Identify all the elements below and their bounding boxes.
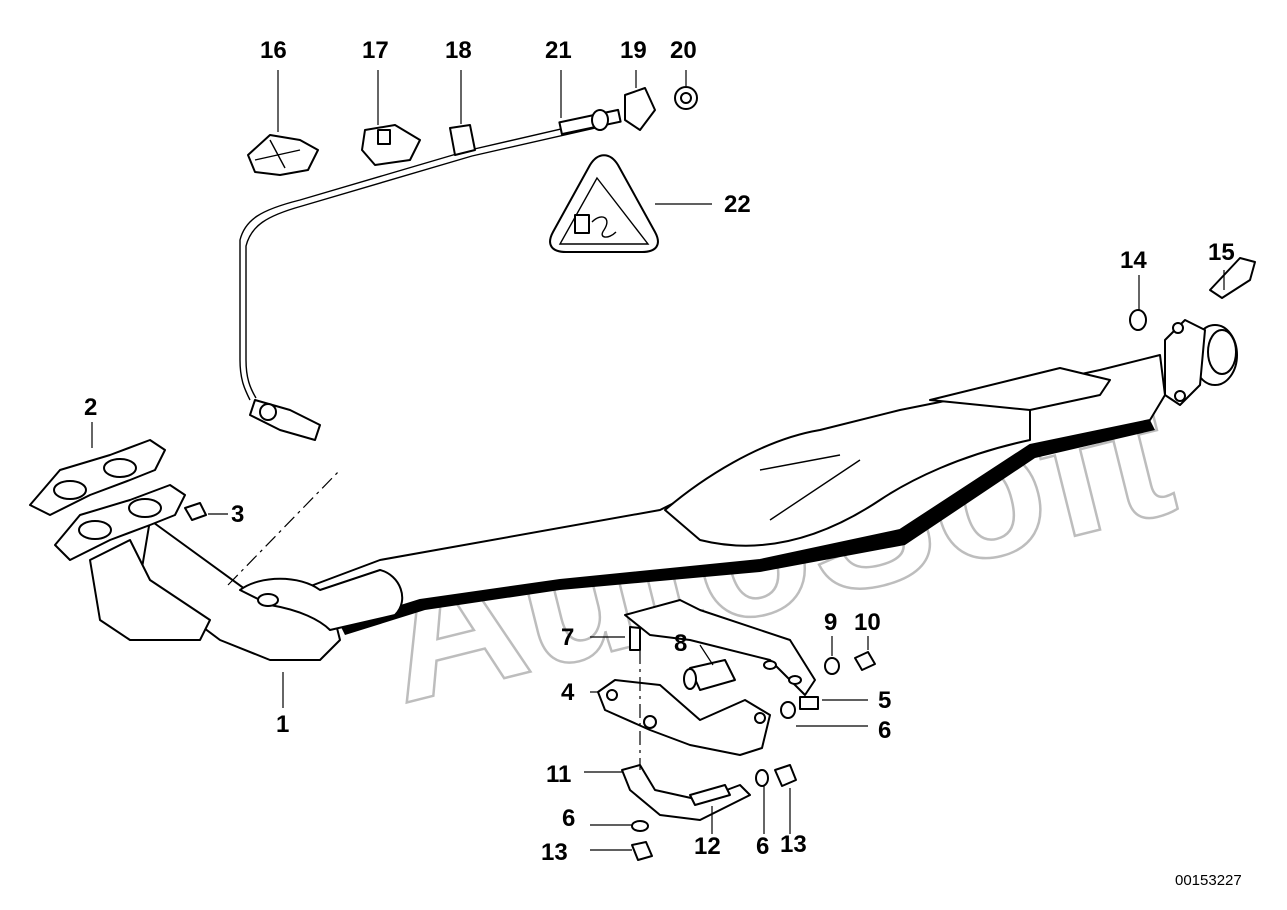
document-number: 00153227 bbox=[1175, 872, 1242, 889]
callout-5: 5 bbox=[878, 687, 891, 714]
callout-14: 14 bbox=[1120, 247, 1147, 274]
callout-20: 20 bbox=[670, 37, 697, 64]
callout-4: 4 bbox=[561, 679, 575, 706]
callout-8: 8 bbox=[674, 630, 687, 657]
callout-17: 17 bbox=[362, 37, 389, 64]
callout-13-right: 13 bbox=[780, 831, 807, 858]
callout-16: 16 bbox=[260, 37, 287, 64]
clips-and-brackets bbox=[247, 86, 698, 176]
callout-9: 9 bbox=[824, 609, 837, 636]
callout-10: 10 bbox=[854, 609, 881, 636]
mounting-bracket-assembly bbox=[184, 257, 1256, 861]
callout-21: 21 bbox=[545, 37, 572, 64]
callout-19: 19 bbox=[620, 37, 647, 64]
leader-lines bbox=[91, 70, 1225, 851]
callout-6-left: 6 bbox=[562, 805, 575, 832]
callout-15: 15 bbox=[1208, 239, 1235, 266]
callout-12: 12 bbox=[694, 833, 721, 860]
callout-22: 22 bbox=[724, 191, 751, 218]
callout-7: 7 bbox=[561, 624, 574, 651]
warning-triangle-icon bbox=[549, 154, 659, 253]
callout-6-bottom: 6 bbox=[756, 833, 769, 860]
callout-2: 2 bbox=[84, 394, 97, 421]
callout-3: 3 bbox=[231, 501, 244, 528]
callout-11: 11 bbox=[546, 761, 571, 788]
callout-13-left: 13 bbox=[541, 839, 568, 866]
oxygen-sensor-harness bbox=[239, 108, 622, 441]
callout-18: 18 bbox=[445, 37, 472, 64]
callout-6-right: 6 bbox=[878, 717, 891, 744]
callout-1: 1 bbox=[276, 711, 289, 738]
callout-labels: 16 17 18 21 19 20 22 14 15 2 3 1 7 8 9 1… bbox=[84, 37, 1235, 866]
exhaust-pipe-assembly bbox=[29, 319, 1238, 661]
